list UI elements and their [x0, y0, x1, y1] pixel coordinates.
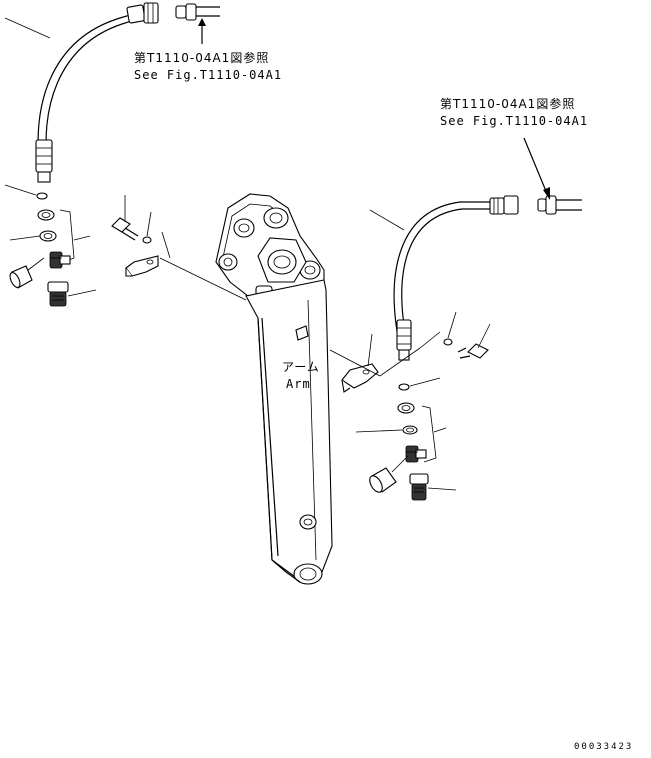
left-hose	[35, 2, 159, 183]
left-reference-arrow	[198, 18, 206, 44]
left-pipe	[175, 3, 220, 21]
arm-pin-hole-top-left	[233, 218, 255, 238]
right-elbow-fitting	[405, 445, 427, 463]
leader-right-bolt	[477, 323, 491, 349]
leader-left-group	[73, 235, 91, 241]
left-straight-fitting	[47, 281, 69, 307]
leader-right-clamp	[367, 333, 373, 367]
right-hose-lower-fitting	[396, 319, 412, 361]
left-reference-jp: 第T1110-04A1図参照	[134, 50, 269, 65]
leader-right-washer	[447, 311, 457, 339]
right-clamp-bracket	[341, 363, 379, 393]
right-nut	[397, 402, 415, 414]
left-nut	[37, 209, 55, 221]
left-reference-en: See Fig.T1110-04A1	[134, 68, 282, 82]
left-bolt	[111, 217, 139, 241]
leader-left-o-ring-2	[9, 235, 41, 241]
right-reference-jp: 第T1110-04A1図参照	[440, 96, 575, 111]
right-reference-en: See Fig.T1110-04A1	[440, 114, 588, 128]
leader-right-o-ring-2	[355, 429, 403, 433]
arm	[215, 193, 333, 585]
leader-left-clamp	[161, 231, 171, 259]
leader-right-clamp-to-hose	[379, 347, 421, 377]
leader-right-straight-fitting	[427, 487, 457, 491]
leader-left-to-arm	[159, 257, 247, 301]
right-cap	[369, 467, 397, 493]
leader-left-cap	[27, 257, 45, 271]
right-o-ring	[398, 383, 410, 391]
arm-label-en: Arm	[286, 377, 311, 391]
left-o-ring	[36, 192, 48, 200]
right-pipe	[537, 195, 582, 215]
right-washer	[443, 338, 453, 346]
leader-left-o-ring	[4, 184, 37, 196]
left-o-ring-2	[39, 230, 57, 242]
right-bolt	[457, 343, 489, 359]
right-group-bracket	[421, 405, 437, 463]
leader-right-group	[433, 427, 447, 433]
arm-pin-hole-left	[218, 253, 238, 271]
left-hose-lower-fitting	[35, 139, 53, 183]
left-hose-upper-fitting	[126, 2, 159, 24]
leader-left-straight-fitting	[67, 289, 97, 297]
left-elbow-fitting	[49, 251, 71, 269]
right-straight-fitting	[409, 473, 429, 501]
leader-right-washer-bracket	[419, 331, 441, 349]
leader-right-hose	[369, 209, 405, 231]
leader-left-washer	[146, 211, 152, 237]
arm-pin-hole-top-right	[263, 207, 289, 229]
left-cap	[9, 265, 33, 289]
right-hose	[393, 195, 519, 361]
leader-arm-to-right-clamp	[329, 349, 381, 377]
diagram-serial-number: 00033423	[574, 742, 633, 752]
right-reference-arrow	[523, 137, 550, 200]
leader-left-hose	[4, 17, 51, 39]
leader-right-cap	[391, 455, 409, 473]
right-o-ring-2	[402, 425, 418, 435]
right-hose-upper-fitting	[489, 195, 519, 215]
arm-label-jp: アーム	[282, 360, 320, 374]
left-washer	[142, 236, 152, 244]
left-clamp-bracket	[125, 255, 159, 277]
leader-right-o-ring	[409, 377, 441, 387]
